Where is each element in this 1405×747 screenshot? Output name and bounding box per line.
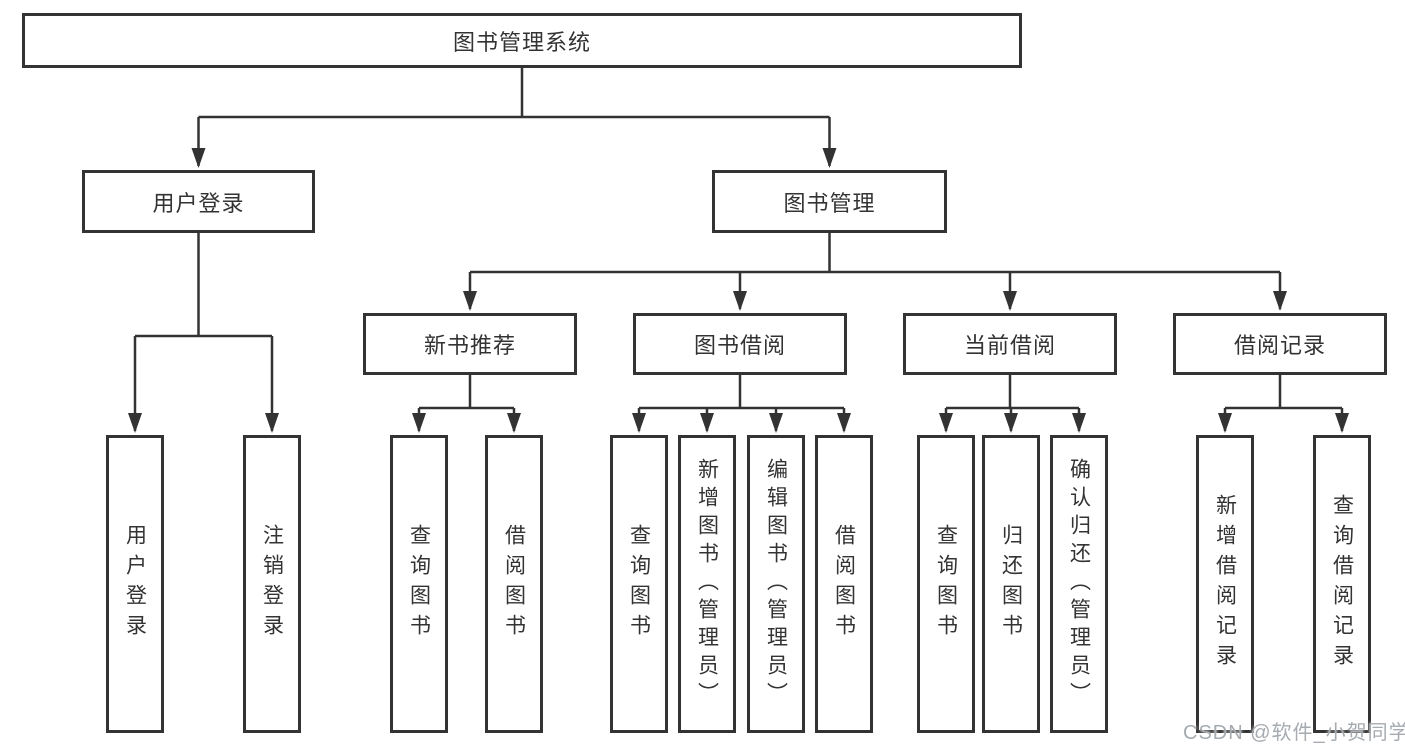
node-new-book-rec: 新书推荐 [363,313,577,375]
node-user-login-branch: 用户登录 [82,170,315,233]
csdn-watermark: CSDN @软件_小贺同学 [1183,722,1405,744]
leaf-br-query-record-label: 查询借阅记录 [1330,494,1354,674]
node-borrow-records: 借阅记录 [1173,313,1387,375]
leaf-cb-return-books: 归还图书 [982,435,1040,733]
leaf-br-query-record: 查询借阅记录 [1313,435,1371,733]
node-current-borrow: 当前借阅 [903,313,1117,375]
leaf-nbr-query-books-label: 查询图书 [407,524,431,644]
connector-new-book-rec-to-leaves [412,375,521,433]
leaf-br-add-record: 新增借阅记录 [1196,435,1254,733]
leaf-bb-query-books: 查询图书 [610,435,668,733]
leaf-user-login-label: 用户登录 [123,524,147,644]
leaf-nbr-query-books: 查询图书 [390,435,448,733]
leaf-br-add-record-label: 新增借阅记录 [1213,494,1237,674]
node-current-borrow-label: 当前借阅 [963,333,1056,358]
leaf-bb-borrow-books-label: 借阅图书 [832,524,856,644]
leaf-bb-add-books-admin-label: 新增图书（管理员） [695,458,719,710]
leaf-cb-confirm-return-admin: 确认归还（管理员） [1050,435,1108,733]
node-user-login-branch-label: 用户登录 [152,190,245,216]
leaf-logout: 注销登录 [243,435,301,733]
node-new-book-rec-label: 新书推荐 [423,333,516,358]
leaf-cb-return-books-label: 归还图书 [999,524,1023,644]
leaf-cb-confirm-return-admin-label: 确认归还（管理员） [1067,458,1091,710]
node-book-mgmt-branch-label: 图书管理 [783,190,876,216]
leaf-logout-label: 注销登录 [260,524,284,644]
connector-current-borrow-to-leaves [939,375,1086,433]
node-book-borrow: 图书借阅 [633,313,847,375]
node-root-label: 图书管理系统 [452,29,591,55]
leaf-user-login: 用户登录 [106,435,164,733]
leaf-bb-query-books-label: 查询图书 [627,524,651,644]
connector-book-borrow-to-leaves [632,375,851,433]
connector-root-to-level2 [191,68,837,168]
node-book-mgmt-branch: 图书管理 [712,170,947,233]
connector-book-mgmt-to-level3 [463,233,1287,311]
leaf-cb-query-books: 查询图书 [917,435,975,733]
leaf-bb-borrow-books: 借阅图书 [815,435,873,733]
connector-borrow-records-to-leaves [1218,375,1349,433]
leaf-bb-add-books-admin: 新增图书（管理员） [678,435,736,733]
node-root: 图书管理系统 [22,13,1022,68]
leaf-bb-edit-books-admin-label: 编辑图书（管理员） [764,458,788,710]
node-borrow-records-label: 借阅记录 [1233,333,1326,358]
connector-user-login-to-leaves [128,233,279,433]
leaf-nbr-borrow-books-label: 借阅图书 [502,524,526,644]
node-book-borrow-label: 图书借阅 [693,333,786,358]
leaf-bb-edit-books-admin: 编辑图书（管理员） [747,435,805,733]
leaf-nbr-borrow-books: 借阅图书 [485,435,543,733]
leaf-cb-query-books-label: 查询图书 [934,524,958,644]
